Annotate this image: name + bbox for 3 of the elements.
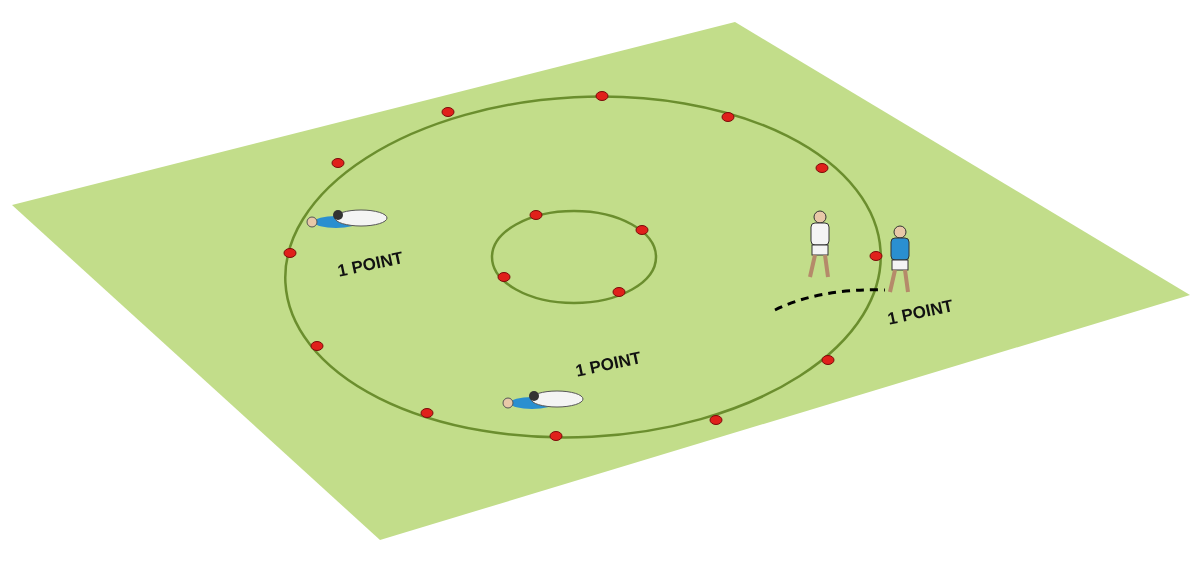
- points-label: 1 POINT: [336, 248, 405, 282]
- points-label: 1 POINT: [574, 348, 643, 382]
- points-label: 1 POINT: [886, 296, 955, 330]
